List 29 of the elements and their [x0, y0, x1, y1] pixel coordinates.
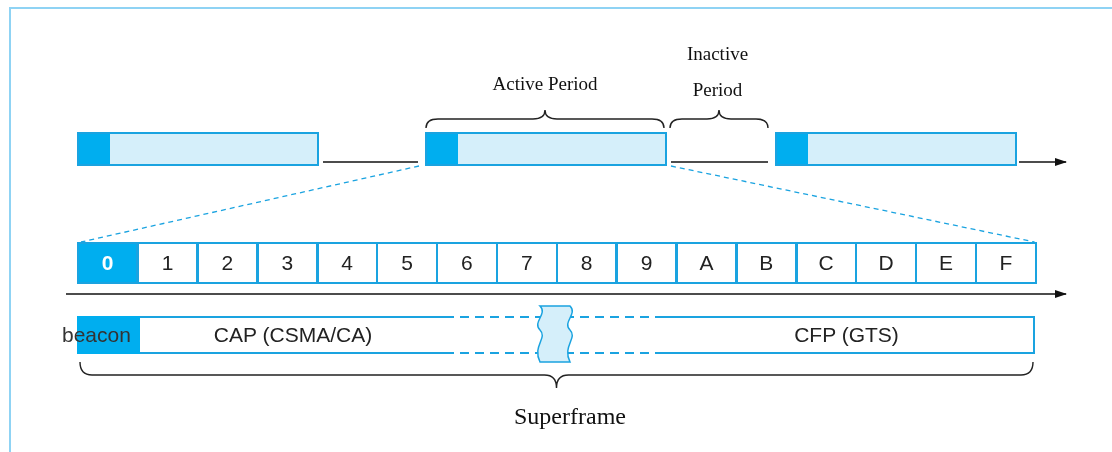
time-slot: A — [675, 242, 738, 284]
time-slot: 4 — [316, 242, 378, 284]
time-slot: 7 — [496, 242, 558, 284]
time-slot: 0 — [77, 242, 139, 284]
time-slot: 6 — [436, 242, 498, 284]
time-slot: 8 — [556, 242, 618, 284]
time-slot: D — [855, 242, 917, 284]
contention-access-period: CAP (CSMA/CA) — [140, 316, 446, 354]
period-label: Active Period — [491, 72, 599, 96]
time-slot: C — [795, 242, 857, 284]
time-slot: 3 — [256, 242, 318, 284]
time-slot: 1 — [136, 242, 199, 284]
time-slot: B — [735, 242, 797, 284]
time-slot: E — [915, 242, 977, 284]
contention-free-period: CFP (GTS) — [660, 316, 1035, 354]
superframe-bar — [77, 132, 319, 166]
projection-line — [80, 165, 420, 243]
superframe-bar — [775, 132, 1017, 166]
connector-line — [322, 161, 419, 163]
time-slot: 5 — [376, 242, 438, 284]
superframe-label: Superframe — [513, 402, 627, 431]
superframe-bar — [425, 132, 667, 166]
time-slot: F — [975, 242, 1037, 284]
time-slot: 9 — [615, 242, 678, 284]
time-slot: 2 — [196, 242, 259, 284]
projection-line — [670, 165, 1036, 243]
period-label: Inactive Period — [685, 42, 750, 102]
connector-line — [670, 161, 769, 163]
arrow — [1018, 158, 1067, 166]
